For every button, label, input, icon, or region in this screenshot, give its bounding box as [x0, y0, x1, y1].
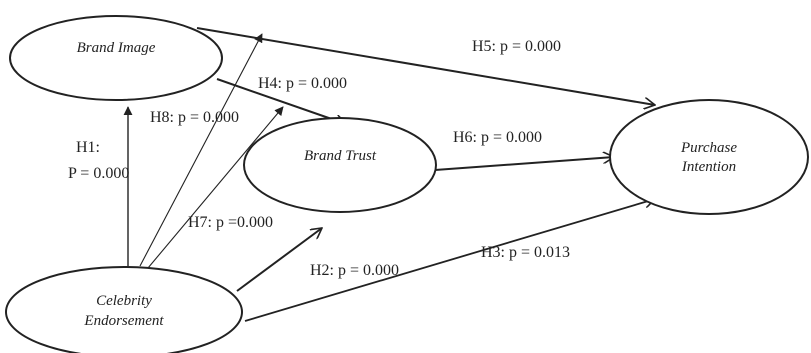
node-celebrity-endorsement: Celebrity Endorsement: [5, 266, 243, 353]
node-brand-trust: Brand Trust: [243, 117, 437, 213]
edge-h3: [244, 199, 655, 322]
edge-h2: [236, 228, 322, 292]
node-brand-image-label: Brand Image: [77, 40, 156, 56]
node-celebrity-endorsement-label-line2: Endorsement: [83, 313, 164, 329]
edge-label-h8: H8: p = 0.000: [150, 109, 239, 126]
edge-h5: [196, 27, 655, 105]
node-celebrity-endorsement-label-line1: Celebrity: [96, 293, 152, 309]
node-brand-image: Brand Image: [9, 15, 223, 101]
edge-label-h2: H2: p = 0.000: [310, 262, 399, 279]
node-brand-trust-label: Brand Trust: [304, 148, 377, 164]
edge-label-h4: H4: p = 0.000: [258, 75, 347, 92]
edge-h6: [434, 157, 614, 171]
node-purchase-intention-label-line2: Intention: [681, 159, 736, 175]
edge-label-h1-line2: P = 0.000: [68, 165, 129, 182]
edge-label-h7: H7: p =0.000: [188, 214, 273, 231]
edge-h8-to-brand-image: [139, 33, 263, 267]
edge-label-h6: H6: p = 0.000: [453, 129, 542, 146]
edge-h4: [216, 78, 346, 124]
edge-label-h1-line1: H1:: [76, 139, 100, 156]
node-purchase-intention: Purchase Intention: [609, 99, 809, 215]
edge-label-h5: H5: p = 0.000: [472, 38, 561, 55]
edge-h7-to-brand-trust: [147, 106, 284, 269]
node-purchase-intention-label-line1: Purchase: [680, 140, 737, 156]
edge-label-h3: H3: p = 0.013: [481, 244, 570, 261]
